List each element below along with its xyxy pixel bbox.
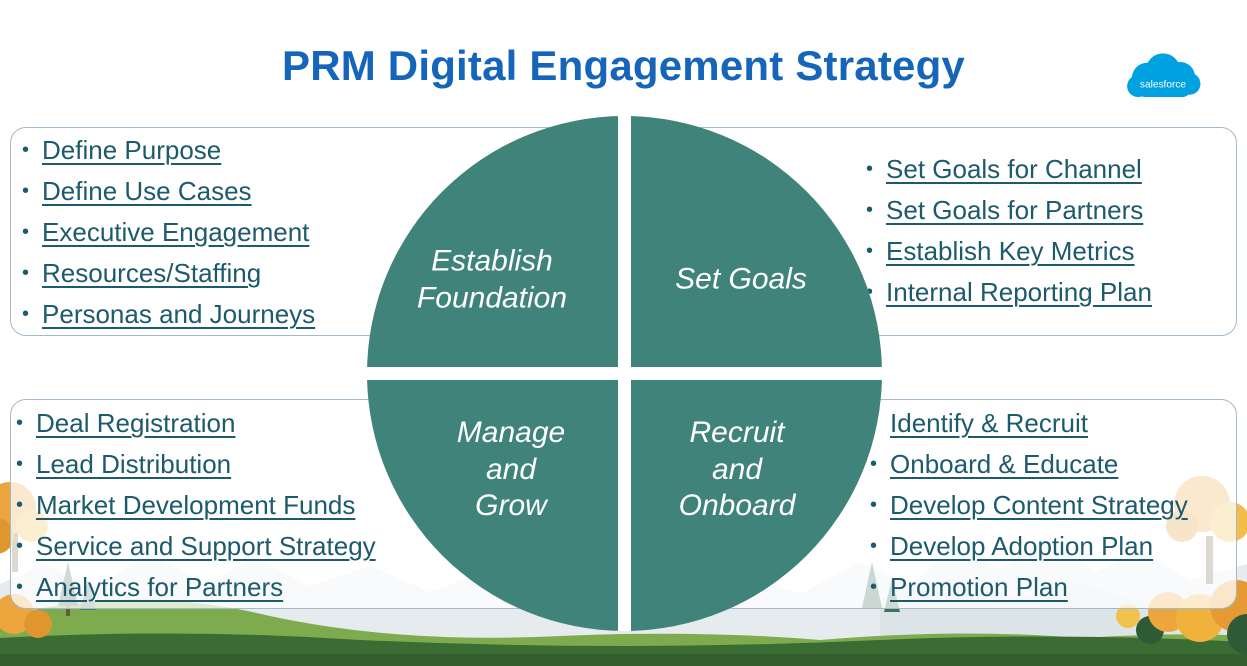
list-item: Analytics for Partners <box>16 567 376 608</box>
list-item: Identify & Recruit <box>870 403 1188 444</box>
list-link[interactable]: Executive Engagement <box>42 217 310 247</box>
list-item: Set Goals for Partners <box>866 190 1152 231</box>
list-item: Define Use Cases <box>22 171 315 212</box>
list-item: Define Purpose <box>22 130 315 171</box>
list-item: Lead Distribution <box>16 444 376 485</box>
list-item: Set Goals for Channel <box>866 149 1152 190</box>
list-item: Onboard & Educate <box>870 444 1188 485</box>
quadrant-label-establish-foundation: Establish Foundation <box>416 244 568 314</box>
list-item: Executive Engagement <box>22 212 315 253</box>
list-link[interactable]: Develop Adoption Plan <box>890 531 1154 561</box>
list-item: Establish Key Metrics <box>866 231 1152 272</box>
list-item: Personas and Journeys <box>22 294 315 335</box>
list-link[interactable]: Set Goals for Partners <box>886 195 1144 225</box>
list-link[interactable]: Promotion Plan <box>890 572 1068 602</box>
list-link[interactable]: Market Development Funds <box>36 490 356 520</box>
list-link[interactable]: Analytics for Partners <box>36 572 284 602</box>
list-link[interactable]: Deal Registration <box>36 408 236 438</box>
quadrant-circle: Establish Foundation Set Goals Manage an… <box>367 116 882 631</box>
list-set-goals: Set Goals for Channel Set Goals for Part… <box>866 149 1152 313</box>
list-link[interactable]: Set Goals for Channel <box>886 154 1142 184</box>
list-item: Resources/Staffing <box>22 253 315 294</box>
list-item: Service and Support Strategy <box>16 526 376 567</box>
list-establish-foundation: Define Purpose Define Use Cases Executiv… <box>22 130 315 335</box>
list-item: Promotion Plan <box>870 567 1188 608</box>
cloud-icon <box>1127 53 1201 98</box>
list-link[interactable]: Define Use Cases <box>42 176 252 206</box>
list-recruit-and-onboard: Identify & Recruit Onboard & Educate Dev… <box>870 403 1188 608</box>
list-manage-and-grow: Deal Registration Lead Distribution Mark… <box>16 403 376 608</box>
page-title: PRM Digital Engagement Strategy <box>282 42 965 89</box>
list-item: Develop Adoption Plan <box>870 526 1188 567</box>
list-item: Deal Registration <box>16 403 376 444</box>
salesforce-logo: salesforce <box>1127 53 1201 98</box>
list-link[interactable]: Identify & Recruit <box>890 408 1088 438</box>
quadrant-label-set-goals: Set Goals <box>675 262 807 296</box>
list-link[interactable]: Onboard & Educate <box>890 449 1119 479</box>
list-link[interactable]: Define Purpose <box>42 135 222 165</box>
list-link[interactable]: Service and Support Strategy <box>36 531 376 561</box>
list-link[interactable]: Resources/Staffing <box>42 258 262 288</box>
list-link[interactable]: Develop Content Strategy <box>890 490 1188 520</box>
list-link[interactable]: Establish Key Metrics <box>886 236 1135 266</box>
list-item: Develop Content Strategy <box>870 485 1188 526</box>
list-link[interactable]: Personas and Journeys <box>42 299 316 329</box>
list-item: Market Development Funds <box>16 485 376 526</box>
list-link[interactable]: Internal Reporting Plan <box>886 277 1152 307</box>
quadrant-label-recruit-and-onboard: Recruit and Onboard <box>678 416 796 523</box>
quadrant-label-manage-and-grow: Manage and Grow <box>456 416 566 523</box>
list-link[interactable]: Lead Distribution <box>36 449 232 479</box>
salesforce-wordmark: salesforce <box>1140 80 1187 91</box>
list-item: Internal Reporting Plan <box>866 272 1152 313</box>
